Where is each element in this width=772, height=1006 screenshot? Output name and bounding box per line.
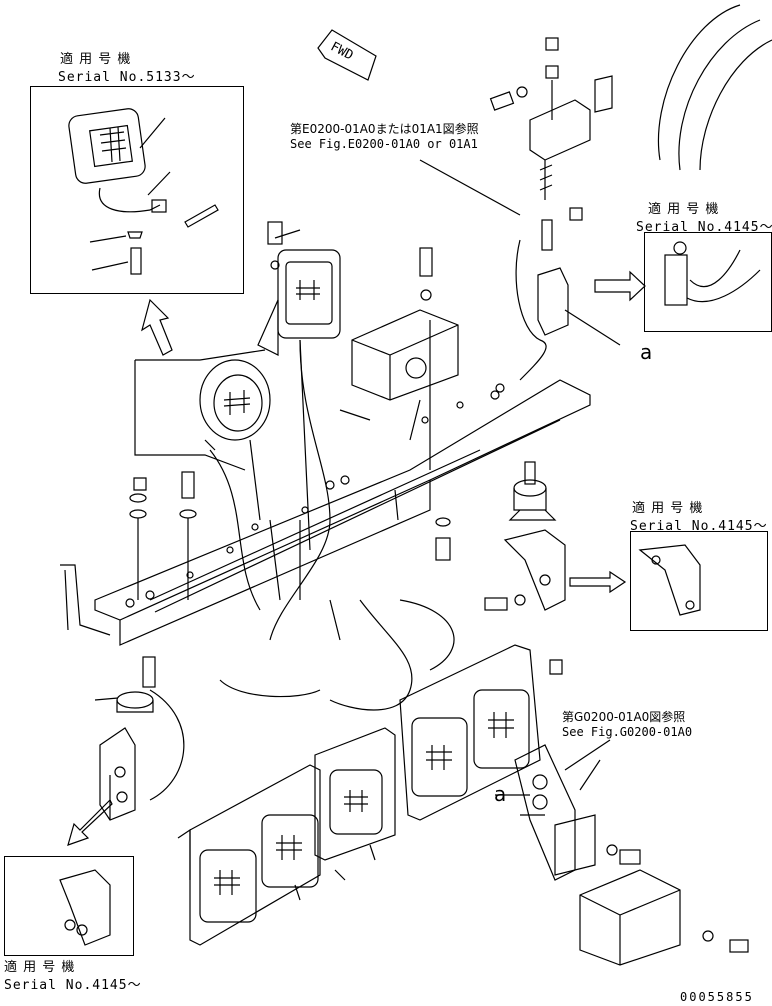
inset-bottom-left-drawing: [59, 869, 111, 946]
inset-top-left-serial: Serial No.5133～: [58, 70, 196, 85]
arrow-to-top-left-inset: [141, 298, 173, 356]
left-pipe: [60, 564, 111, 636]
reference-bottom-jp: 第G0200-01A0図参照: [562, 710, 686, 724]
inset-bottom-left-applicable-label: 適 用 号 機: [4, 960, 76, 975]
left-l-bracket: [99, 727, 136, 821]
inset-mid-right-serial: Serial No.4145～: [630, 519, 768, 534]
lower-right-twin-lamp: [399, 644, 563, 821]
inset-box-bottom-left: [4, 856, 134, 956]
wiring-harness: [149, 239, 547, 801]
leader-lines: [249, 159, 621, 901]
middle-lamp: [314, 727, 396, 861]
right-mid-mount: [435, 461, 627, 611]
upper-lamp-drawing: [257, 221, 341, 356]
left-rubber-mount: [94, 656, 156, 713]
inset-box-top-right: [644, 232, 772, 332]
lower-left-twin-lamp: [177, 764, 321, 946]
reference-top-jp: 第E0200-01A0または01A1図参照: [290, 122, 479, 136]
round-lamp-drawing: [134, 349, 271, 471]
inset-mid-right-applicable-label: 適 用 号 機: [632, 501, 704, 516]
relay-box-drawing: [351, 247, 459, 401]
inset-top-left-applicable-label: 適 用 号 機: [60, 52, 132, 67]
work-lamp-inset-drawing: [68, 108, 219, 275]
inset-top-right-applicable-label: 適 用 号 機: [648, 202, 720, 217]
reference-top-en: See Fig.E0200-01A0 or 01A1: [290, 137, 478, 151]
inset-top-right-serial: Serial No.4145～: [636, 220, 772, 235]
cab-frame-curve: [657, 4, 772, 171]
inset-box-mid-right: [630, 531, 768, 631]
inset-box-top-left: [30, 86, 244, 294]
fwd-arrow-icon: [317, 29, 377, 81]
lower-right-bracket: [495, 739, 749, 966]
callout-letter-a-bottom: a: [494, 782, 507, 806]
inset-bottom-left-serial: Serial No.4145～: [4, 978, 142, 993]
arrow-to-bottom-left-inset: [67, 798, 113, 846]
document-number: 00055855: [680, 990, 754, 1004]
callout-letter-a-top: a: [640, 340, 653, 364]
reference-bottom-en: See Fig.G0200-01A0: [562, 725, 693, 739]
inset-top-right-drawing: [664, 241, 761, 306]
inset-mid-right-drawing: [638, 544, 701, 616]
left-hardware-stack: [129, 471, 197, 600]
top-switch-assembly: [489, 37, 646, 336]
main-mounting-beam: [94, 379, 591, 646]
